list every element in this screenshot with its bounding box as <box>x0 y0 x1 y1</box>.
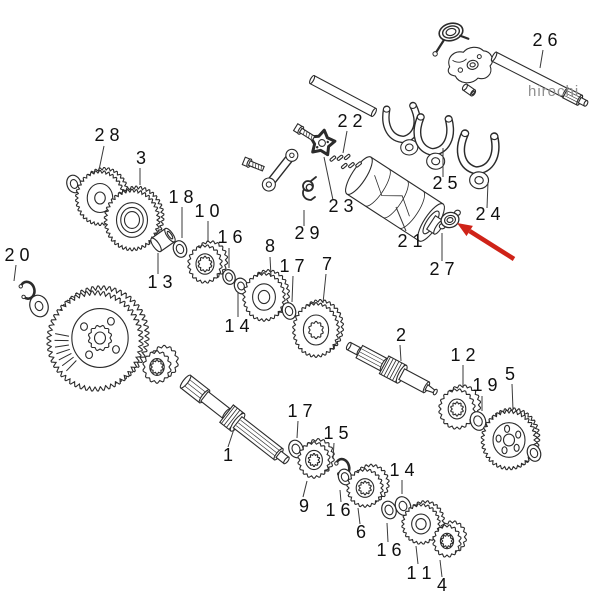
leader-line-26 <box>539 49 544 69</box>
callout-label-12-20: 1 2 <box>450 345 475 365</box>
callout-label-8-5: 8 <box>265 236 275 256</box>
leader-line-16 <box>386 522 389 543</box>
leader-line-22 <box>342 130 348 154</box>
callout-label-15-25: 1 5 <box>323 423 348 443</box>
part-washer-17-lower <box>288 439 304 459</box>
part-torsion-spring <box>432 22 470 57</box>
highlight-arrow <box>457 223 516 261</box>
part-countershaft-2 <box>345 341 438 396</box>
leader-line-8 <box>269 256 272 277</box>
leader-line-23 <box>323 156 334 201</box>
part-spacer-27 <box>438 209 461 230</box>
part-ring-16-right <box>526 444 542 462</box>
callout-label-16-4: 1 6 <box>217 227 242 247</box>
part-spindle-bushing <box>461 83 477 97</box>
leader-line-11 <box>415 545 419 565</box>
part-gear-10 <box>187 240 229 284</box>
part-bolt-cam <box>292 123 316 142</box>
callout-label-13-17: 1 3 <box>147 272 172 292</box>
leader-line-17 <box>296 420 299 439</box>
callout-label-3-1: 3 <box>136 148 146 168</box>
leader-line-20 <box>13 264 17 282</box>
callout-label-21-14: 2 1 <box>397 231 422 251</box>
leader-line-2 <box>399 344 402 362</box>
part-gear-5 <box>480 407 541 471</box>
leader-line-5 <box>511 383 514 411</box>
part-spindle-plate <box>447 46 493 84</box>
part-washer-20 <box>29 294 49 318</box>
part-mainshaft-1 <box>179 374 290 465</box>
watermark: hirochi <box>528 83 580 100</box>
callout-label-17-6: 1 7 <box>279 256 304 276</box>
leader-line-7 <box>322 273 327 304</box>
callout-label-20-16: 2 0 <box>4 245 29 265</box>
leader-line-28 <box>98 145 105 171</box>
leader-line-4 <box>439 559 443 578</box>
red-arrow-shaft <box>468 229 516 261</box>
callout-label-2-19: 2 <box>396 325 406 345</box>
leader-line-15 <box>332 442 335 460</box>
callout-label-4-32: 4 <box>437 575 447 595</box>
callout-label-17-24: 1 7 <box>287 401 312 421</box>
callout-label-9-26: 9 <box>299 496 309 516</box>
callout-label-14-29: 1 4 <box>389 460 414 480</box>
leader-line-17 <box>291 275 294 303</box>
part-gear-11 <box>401 500 445 545</box>
part-primary-pinion <box>142 344 179 384</box>
part-gear-7 <box>292 299 344 358</box>
callout-label-22-10: 2 2 <box>337 111 362 131</box>
part-washer-18 <box>172 240 188 258</box>
part-spring-29 <box>302 176 317 201</box>
callout-label-19-21: 1 9 <box>472 375 497 395</box>
part-washer-16-upper <box>222 269 236 285</box>
part-ring-19 <box>469 411 487 431</box>
callout-label-23-9: 2 3 <box>328 196 353 216</box>
part-gear-3 <box>103 185 165 252</box>
part-fork-24 <box>456 129 500 190</box>
leader-line-24 <box>486 181 489 209</box>
part-washer-14-low <box>394 496 412 516</box>
leader-line-16 <box>339 489 342 503</box>
leader-line-21 <box>395 206 407 232</box>
callout-label-16-27: 1 6 <box>325 500 350 520</box>
part-gear-4 <box>432 520 467 558</box>
part-bushing-13 <box>150 227 176 253</box>
callout-label-26-11: 2 6 <box>532 30 557 50</box>
red-arrow-head <box>457 223 473 237</box>
parts-layer <box>18 22 589 558</box>
callout-label-5-22: 5 <box>505 364 515 384</box>
callout-label-7-7: 7 <box>322 254 332 274</box>
part-fork-shaft-rod <box>309 74 377 118</box>
callout-label-25-12: 2 5 <box>432 173 457 193</box>
part-ring-17-upper <box>281 302 297 320</box>
leader-line-6 <box>357 507 361 525</box>
part-fork-25 <box>413 113 455 170</box>
callout-label-14-18: 1 4 <box>224 316 249 336</box>
callout-label-18-2: 1 8 <box>168 187 193 207</box>
part-gear-6 <box>346 463 390 508</box>
callout-label-24-13: 2 4 <box>475 204 500 224</box>
callout-label-28-0: 2 8 <box>94 125 119 145</box>
part-pins-22 <box>329 153 362 170</box>
part-clutch-outer <box>46 285 150 392</box>
callout-label-6-28: 6 <box>356 522 366 542</box>
leader-line-9 <box>302 480 308 498</box>
part-spindle-shaft-26 <box>490 51 589 107</box>
leader-lines-layer <box>13 49 544 578</box>
callout-label-10-3: 1 0 <box>194 201 219 221</box>
part-gear-9 <box>297 438 335 479</box>
part-stopper-arm <box>261 148 299 192</box>
callout-label-1-23: 1 <box>223 445 233 465</box>
callout-label-16-30: 1 6 <box>376 540 401 560</box>
part-star-cam-23 <box>308 128 337 157</box>
part-bolt-arm <box>241 156 265 172</box>
part-circlip-20 <box>18 280 36 300</box>
callout-label-27-15: 2 7 <box>429 259 454 279</box>
callout-label-11-31: 1 1 <box>406 563 431 583</box>
leader-line-1 <box>227 428 235 448</box>
part-gear-8 <box>242 269 290 322</box>
callout-label-29-8: 2 9 <box>294 223 319 243</box>
